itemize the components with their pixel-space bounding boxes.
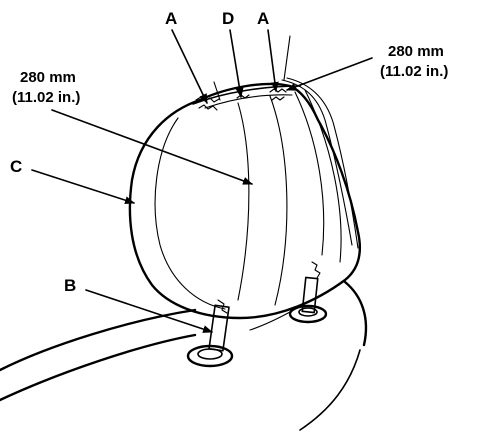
measure-left-imperial: (11.02 in.) [12,89,80,106]
measure-right-metric: 280 mm [388,43,444,60]
label-d: D [222,9,234,28]
label-b: B [64,276,76,295]
measure-right-imperial: (11.02 in.) [380,63,448,80]
seat-back [0,280,368,431]
measure-left-metric: 280 mm [20,69,76,86]
label-a-right: A [257,9,269,28]
label-a-left: A [165,9,177,28]
leader-lines [31,29,373,333]
headrest-body [128,82,361,320]
measuring-tape [281,77,359,249]
label-c: C [10,157,22,176]
